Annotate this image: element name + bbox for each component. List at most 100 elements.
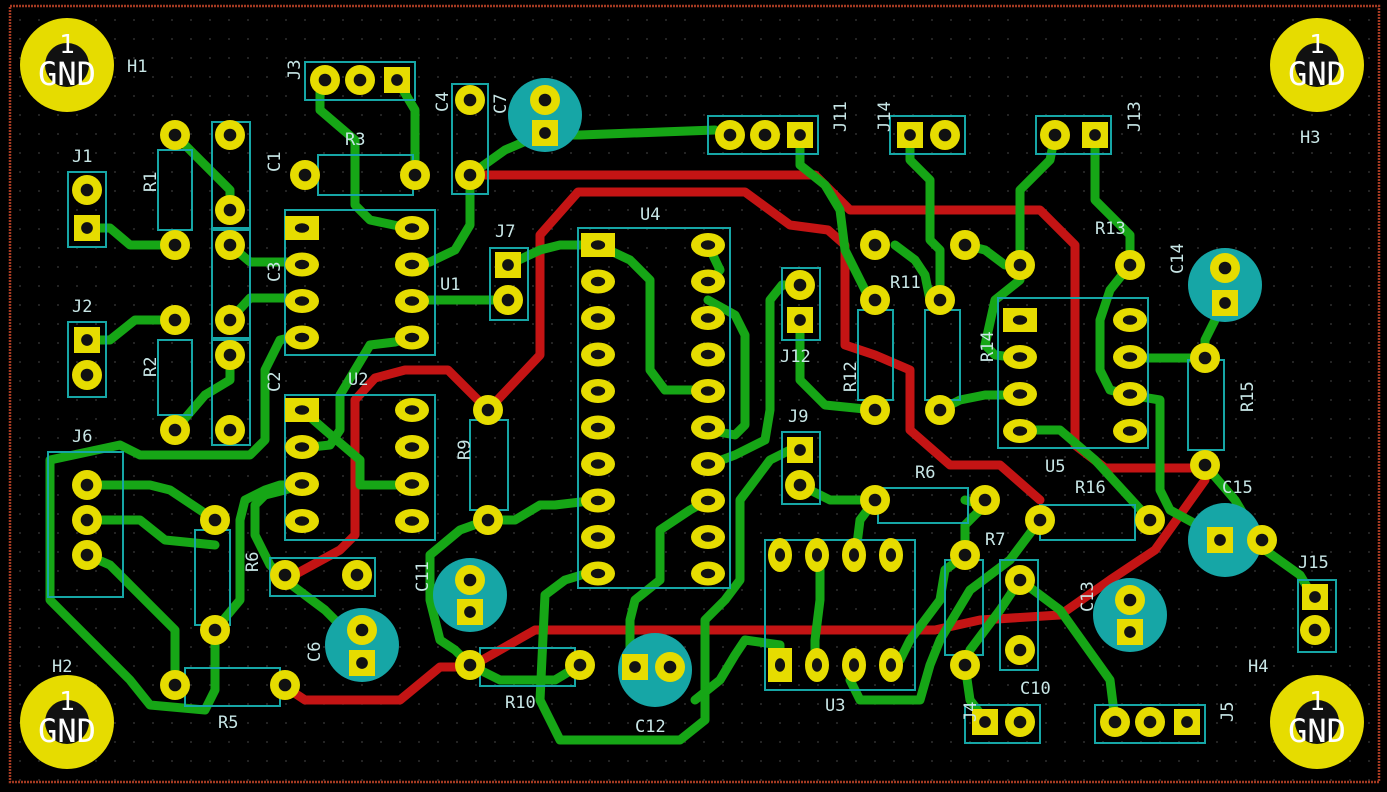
oval-pad[interactable] bbox=[581, 306, 615, 330]
oval-pad[interactable] bbox=[1113, 308, 1147, 332]
through-hole-pad[interactable] bbox=[215, 230, 245, 260]
through-hole-pad[interactable] bbox=[310, 65, 340, 95]
through-hole-pad[interactable] bbox=[493, 285, 523, 315]
square-pad[interactable] bbox=[74, 215, 100, 241]
oval-pad[interactable] bbox=[581, 342, 615, 367]
oval-pad[interactable] bbox=[395, 252, 429, 277]
through-hole-pad[interactable] bbox=[565, 650, 595, 680]
oval-pad[interactable] bbox=[395, 325, 429, 350]
oval-pad[interactable] bbox=[879, 538, 903, 572]
oval-pad[interactable] bbox=[768, 538, 792, 572]
through-hole-pad[interactable] bbox=[950, 650, 980, 680]
oval-pad[interactable] bbox=[285, 472, 319, 496]
oval-pad[interactable] bbox=[285, 252, 319, 277]
square-pad[interactable] bbox=[495, 252, 521, 278]
through-hole-pad[interactable] bbox=[160, 305, 190, 335]
oval-pad[interactable] bbox=[691, 415, 725, 440]
through-hole-pad[interactable] bbox=[1005, 250, 1035, 280]
through-hole-pad[interactable] bbox=[270, 560, 300, 590]
through-hole-pad[interactable] bbox=[1135, 707, 1165, 737]
oval-pad[interactable] bbox=[1113, 382, 1147, 406]
square-pad[interactable] bbox=[1117, 619, 1143, 645]
through-hole-pad[interactable] bbox=[160, 415, 190, 445]
oval-pad[interactable] bbox=[395, 398, 429, 422]
through-hole-pad[interactable] bbox=[655, 652, 685, 682]
through-hole-pad[interactable] bbox=[1115, 250, 1145, 280]
oval-pad[interactable] bbox=[395, 289, 429, 313]
through-hole-pad[interactable] bbox=[473, 395, 503, 425]
through-hole-pad[interactable] bbox=[1005, 707, 1035, 737]
through-hole-pad[interactable] bbox=[950, 540, 980, 570]
through-hole-pad[interactable] bbox=[1247, 525, 1277, 555]
square-pad[interactable] bbox=[768, 648, 792, 682]
oval-pad[interactable] bbox=[842, 538, 866, 572]
oval-pad[interactable] bbox=[581, 379, 615, 403]
through-hole-pad[interactable] bbox=[925, 285, 955, 315]
through-hole-pad[interactable] bbox=[530, 85, 560, 115]
through-hole-pad[interactable] bbox=[160, 670, 190, 700]
square-pad[interactable] bbox=[532, 120, 558, 146]
square-pad[interactable] bbox=[285, 216, 319, 240]
square-pad[interactable] bbox=[285, 398, 319, 422]
oval-pad[interactable] bbox=[842, 648, 866, 682]
square-pad[interactable] bbox=[622, 654, 648, 680]
oval-pad[interactable] bbox=[1113, 345, 1147, 369]
through-hole-pad[interactable] bbox=[860, 230, 890, 260]
oval-pad[interactable] bbox=[395, 435, 429, 459]
oval-pad[interactable] bbox=[691, 306, 725, 330]
oval-pad[interactable] bbox=[395, 509, 429, 533]
oval-pad[interactable] bbox=[691, 525, 725, 549]
square-pad[interactable] bbox=[1003, 308, 1037, 332]
through-hole-pad[interactable] bbox=[200, 505, 230, 535]
through-hole-pad[interactable] bbox=[72, 505, 102, 535]
oval-pad[interactable] bbox=[1003, 382, 1037, 406]
through-hole-pad[interactable] bbox=[785, 270, 815, 300]
through-hole-pad[interactable] bbox=[1135, 505, 1165, 535]
through-hole-pad[interactable] bbox=[215, 415, 245, 445]
oval-pad[interactable] bbox=[691, 452, 725, 476]
oval-pad[interactable] bbox=[691, 561, 725, 586]
oval-pad[interactable] bbox=[1003, 345, 1037, 369]
through-hole-pad[interactable] bbox=[290, 160, 320, 190]
oval-pad[interactable] bbox=[581, 488, 615, 513]
square-pad[interactable] bbox=[457, 599, 483, 625]
through-hole-pad[interactable] bbox=[270, 670, 300, 700]
through-hole-pad[interactable] bbox=[925, 395, 955, 425]
through-hole-pad[interactable] bbox=[715, 120, 745, 150]
square-pad[interactable] bbox=[787, 307, 813, 333]
oval-pad[interactable] bbox=[285, 289, 319, 313]
through-hole-pad[interactable] bbox=[970, 485, 1000, 515]
square-pad[interactable] bbox=[1082, 122, 1108, 148]
through-hole-pad[interactable] bbox=[750, 120, 780, 150]
through-hole-pad[interactable] bbox=[950, 230, 980, 260]
through-hole-pad[interactable] bbox=[1190, 450, 1220, 480]
oval-pad[interactable] bbox=[581, 561, 615, 586]
through-hole-pad[interactable] bbox=[160, 120, 190, 150]
through-hole-pad[interactable] bbox=[860, 395, 890, 425]
square-pad[interactable] bbox=[1302, 584, 1328, 610]
oval-pad[interactable] bbox=[285, 325, 319, 350]
oval-pad[interactable] bbox=[691, 342, 725, 367]
square-pad[interactable] bbox=[787, 437, 813, 463]
through-hole-pad[interactable] bbox=[72, 470, 102, 500]
through-hole-pad[interactable] bbox=[200, 615, 230, 645]
oval-pad[interactable] bbox=[879, 648, 903, 682]
through-hole-pad[interactable] bbox=[1115, 585, 1145, 615]
through-hole-pad[interactable] bbox=[1100, 707, 1130, 737]
oval-pad[interactable] bbox=[1003, 419, 1037, 443]
square-pad[interactable] bbox=[74, 327, 100, 353]
square-pad[interactable] bbox=[972, 709, 998, 735]
through-hole-pad[interactable] bbox=[1190, 343, 1220, 373]
square-pad[interactable] bbox=[1212, 290, 1238, 316]
through-hole-pad[interactable] bbox=[72, 360, 102, 390]
through-hole-pad[interactable] bbox=[860, 285, 890, 315]
square-pad[interactable] bbox=[897, 122, 923, 148]
square-pad[interactable] bbox=[349, 650, 375, 676]
through-hole-pad[interactable] bbox=[1300, 615, 1330, 645]
oval-pad[interactable] bbox=[581, 269, 615, 294]
through-hole-pad[interactable] bbox=[72, 175, 102, 205]
